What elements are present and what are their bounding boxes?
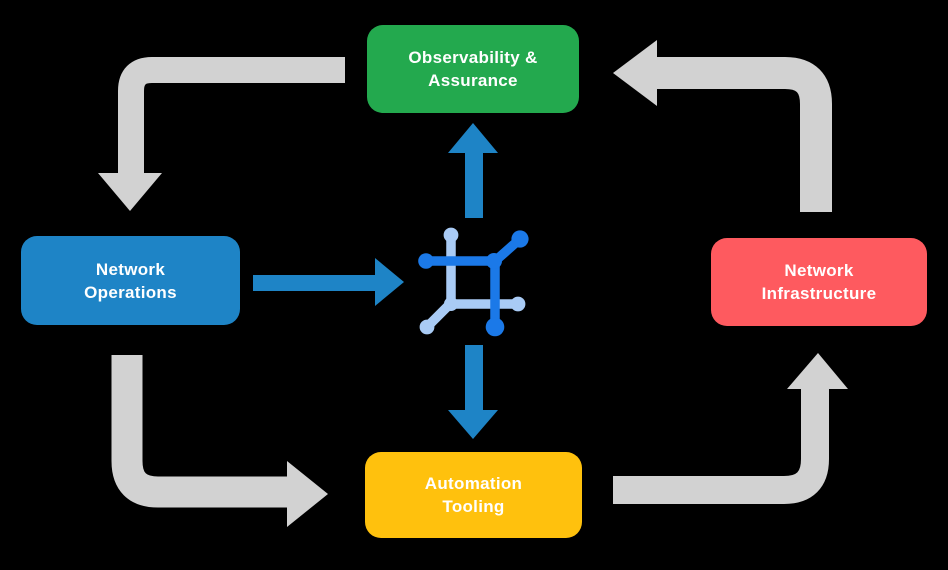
cycle-arrow-shafts: [111, 57, 832, 508]
node-network-operations: Network Operations: [21, 236, 240, 325]
arrow-center-to-observability-head: [448, 123, 498, 153]
arrow-operations-to-center-head: [375, 258, 404, 306]
node-label-line: Tooling: [442, 497, 505, 516]
node-network-infrastructure: Network Infrastructure: [711, 238, 927, 326]
arrow-center-to-automation-head: [448, 410, 498, 439]
node-label-line: Automation: [424, 474, 523, 493]
node-label-line: Infrastructure: [761, 284, 877, 303]
node-label: Observability & Assurance: [408, 46, 537, 92]
blue-arrow-heads: [375, 123, 498, 439]
node-label-line: Assurance: [428, 71, 518, 90]
cycle-arrow-heads: [98, 40, 848, 527]
network-icon-dark-nodes: [418, 230, 529, 337]
network-nodes-icon: [418, 227, 529, 337]
node-observability-assurance: Observability & Assurance: [367, 25, 579, 113]
node-label-line: Observability &: [408, 48, 538, 67]
node-label: Automation Tooling: [425, 472, 522, 518]
cycle-arrow-top-left-shaft: [118, 57, 345, 174]
network-icon-light-nodes: [419, 227, 526, 335]
node-label: Network Operations: [84, 258, 177, 304]
node-label-line: Network: [784, 261, 854, 280]
cycle-arrow-top-left-head: [98, 173, 162, 211]
node-label-line: Operations: [84, 282, 177, 302]
cycle-arrow-bottom-right-shaft: [613, 388, 829, 504]
cycle-arrow-top-right-head: [613, 40, 657, 106]
node-label-line: Network: [95, 259, 166, 279]
cycle-arrow-bottom-left-head: [287, 461, 328, 527]
cycle-arrow-bottom-left-shaft: [111, 355, 287, 508]
node-label: Network Infrastructure: [762, 259, 877, 305]
node-automation-tooling: Automation Tooling: [365, 452, 582, 538]
cycle-arrow-bottom-right-head: [787, 353, 848, 389]
blue-arrow-shafts: [253, 152, 483, 411]
cycle-arrow-top-right-shaft: [656, 57, 832, 212]
